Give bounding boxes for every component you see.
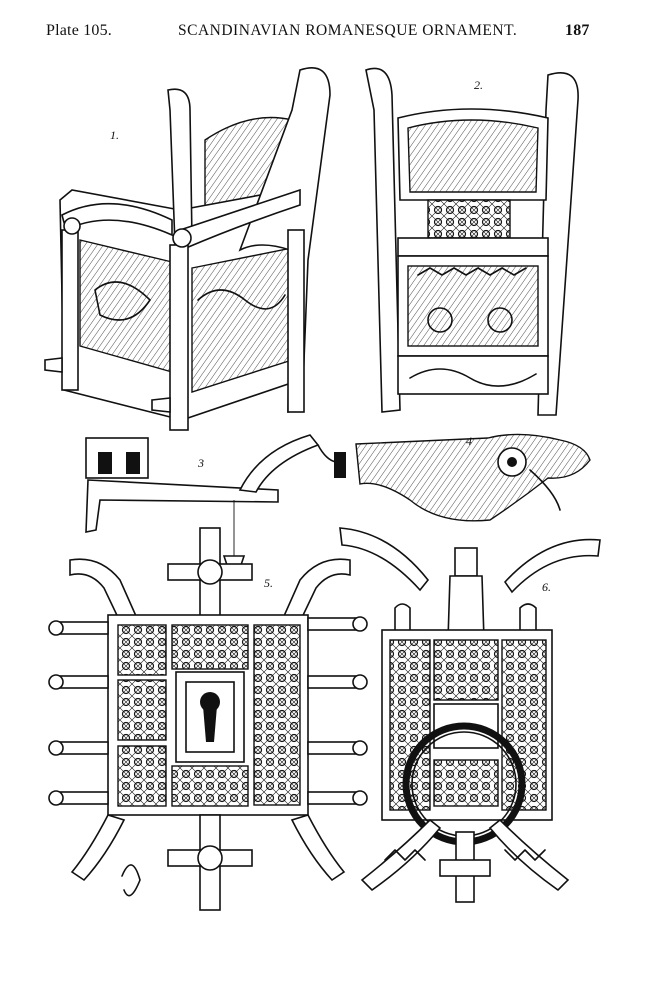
figure-4-dragon-arm (355, 433, 591, 522)
plate-label: Plate 105. (46, 22, 112, 39)
figure-3-label: 3 (198, 456, 204, 470)
figure-2-label: 2. (474, 78, 483, 92)
figure-5-side-bars (48, 616, 368, 806)
figure-4-label: 4 (466, 434, 472, 448)
figure-5-label: 5. (264, 576, 273, 590)
figure-1-carved-chair (44, 67, 331, 431)
figure-5-lock-plate (48, 527, 368, 911)
figure-2-chair-back (365, 67, 579, 416)
figure-6-label: 6. (542, 580, 551, 594)
figure-1-label: 1. (110, 128, 119, 142)
figure-3-iron-bar (85, 434, 346, 569)
plate-title: SCANDINAVIAN ROMANESQUE ORNAMENT. (178, 22, 518, 39)
figure-6-ring-plate (339, 527, 601, 903)
page-number: 187 (565, 22, 590, 39)
